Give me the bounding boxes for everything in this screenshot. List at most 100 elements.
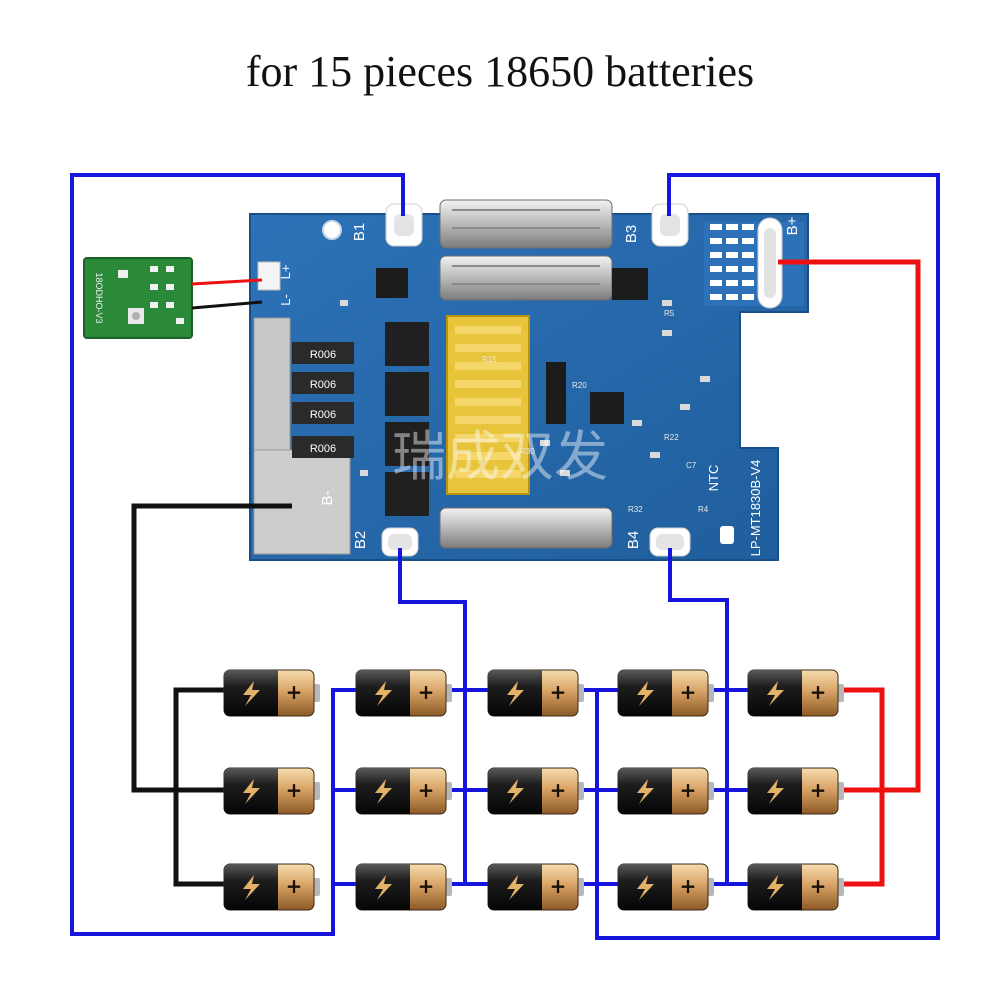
resistor-label: R006 xyxy=(310,409,336,421)
battery-cell: + xyxy=(355,669,452,717)
resistor-label: R006 xyxy=(310,443,336,455)
b4-wire xyxy=(668,548,729,884)
lightning-bolt-icon xyxy=(767,681,784,706)
plus-terminal-symbol: + xyxy=(418,680,435,704)
b-minus-wire xyxy=(131,503,292,793)
battery-cell: + xyxy=(617,669,714,717)
plus-terminal-symbol: + xyxy=(550,874,567,898)
sense-resistors: R006 R006 R006 R006 xyxy=(292,342,354,458)
plus-terminal-symbol: + xyxy=(286,680,303,704)
plus-terminal-symbol: + xyxy=(680,680,697,704)
plus-terminal-symbol: + xyxy=(810,874,827,898)
positive-wire xyxy=(778,259,921,887)
connector-minus-label: L- xyxy=(278,294,293,306)
lightning-bolt-icon xyxy=(375,875,392,900)
small-board-model: 18ODHO-V3 xyxy=(94,272,104,323)
negative-parallel-link xyxy=(173,687,224,887)
ntc-label: NTC xyxy=(706,465,721,492)
lead-wire-positive xyxy=(191,278,263,286)
part-label: R30 xyxy=(520,447,535,456)
inductor xyxy=(376,268,408,298)
watermark: 瑞成双发 xyxy=(392,425,608,488)
positive-parallel-link xyxy=(836,687,885,887)
plus-terminal-symbol: + xyxy=(550,778,567,802)
lightning-bolt-icon xyxy=(375,779,392,804)
battery-cell: + xyxy=(487,767,584,815)
resistor-label: R006 xyxy=(310,349,336,361)
b-minus-label: B- xyxy=(319,490,336,505)
b3-wire xyxy=(595,173,940,940)
b3-label: B3 xyxy=(623,225,640,243)
top-terminals xyxy=(439,199,613,301)
resistor-array xyxy=(546,362,566,424)
lightning-bolt-icon xyxy=(637,779,654,804)
b-plus-label: B+ xyxy=(784,216,801,235)
part-label: C7 xyxy=(686,461,697,470)
battery-cell: + xyxy=(487,669,584,717)
plus-terminal-symbol: + xyxy=(418,778,435,802)
yellow-connector xyxy=(446,315,530,495)
plus-terminal-symbol: + xyxy=(550,680,567,704)
b1-parallel-links xyxy=(333,788,358,886)
negative-wire xyxy=(131,503,292,887)
small-indicator-board: 18ODHO-V3 xyxy=(83,257,193,339)
b2-wire xyxy=(398,548,467,884)
mounting-hole xyxy=(720,526,734,544)
connector-plus-label: L+ xyxy=(278,265,293,280)
battery-cell: + xyxy=(355,863,452,911)
page-title: for 15 pieces 18650 batteries xyxy=(245,47,755,96)
regulator-ic xyxy=(612,268,648,300)
plus-terminal-symbol: + xyxy=(418,874,435,898)
bms-board: R006 R006 R006 R006 xyxy=(249,199,809,561)
lead-wire-negative xyxy=(191,300,263,310)
lightning-bolt-icon xyxy=(767,779,784,804)
battery-cell: + xyxy=(617,863,714,911)
controller-ic xyxy=(590,392,624,424)
lightning-bolt-icon xyxy=(507,875,524,900)
b-plus-wire xyxy=(778,259,921,793)
battery-cell: + xyxy=(747,669,844,717)
part-label: R32 xyxy=(628,505,643,514)
lightning-bolt-icon xyxy=(637,681,654,706)
plus-terminal-symbol: + xyxy=(286,778,303,802)
lightning-bolt-icon xyxy=(637,875,654,900)
battery-cell: + xyxy=(223,669,320,717)
mounting-hole xyxy=(322,220,342,240)
part-label: R20 xyxy=(572,381,587,390)
mosfets xyxy=(385,322,429,516)
part-label: R4 xyxy=(698,505,709,514)
resistor-label: R006 xyxy=(310,379,336,391)
battery-cell: + xyxy=(355,767,452,815)
bottom-terminal xyxy=(439,507,613,549)
plus-terminal-symbol: + xyxy=(680,778,697,802)
lead-socket xyxy=(257,261,281,291)
lightning-bolt-icon xyxy=(243,779,260,804)
part-label: R15 xyxy=(482,355,497,364)
lightning-bolt-icon xyxy=(243,681,260,706)
lightning-bolt-icon xyxy=(507,681,524,706)
plus-terminal-symbol: + xyxy=(810,778,827,802)
b1-wire xyxy=(70,173,405,936)
plus-terminal-symbol: + xyxy=(286,874,303,898)
plus-terminal-symbol: + xyxy=(810,680,827,704)
battery-cell: + xyxy=(487,863,584,911)
lightning-bolt-icon xyxy=(767,875,784,900)
battery-cell: + xyxy=(617,767,714,815)
battery-cell: + xyxy=(747,863,844,911)
lightning-bolt-icon xyxy=(375,681,392,706)
battery-cell: + xyxy=(223,863,320,911)
battery-cell: + xyxy=(747,767,844,815)
lightning-bolt-icon xyxy=(243,875,260,900)
b4-label: B4 xyxy=(625,531,642,549)
battery-pack: + + + + + + + + + + + + + + + xyxy=(223,669,844,911)
lightning-bolt-icon xyxy=(507,779,524,804)
smd-components xyxy=(340,300,710,476)
b2-label: B2 xyxy=(352,531,369,549)
b1-label: B1 xyxy=(351,223,368,241)
part-label: R22 xyxy=(664,433,679,442)
battery-cell: + xyxy=(223,767,320,815)
plus-terminal-symbol: + xyxy=(680,874,697,898)
part-label: R5 xyxy=(664,309,675,318)
board-model-label: LP-MT1830B-V4 xyxy=(748,460,763,557)
